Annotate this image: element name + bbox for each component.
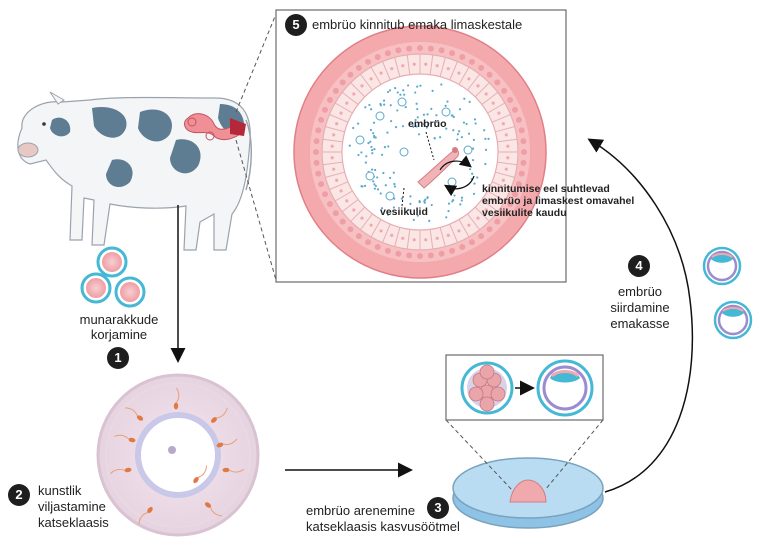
step-5-badge: 5 — [285, 14, 307, 36]
step-4-badge: 4 — [628, 255, 650, 277]
morula-icon — [460, 361, 514, 415]
oocyte-icon — [114, 276, 146, 308]
step-1-label-line-2: korjamine — [90, 327, 148, 342]
blastocyst-icon — [713, 300, 753, 340]
arrow-culture-to-transfer — [587, 138, 694, 493]
vesicles-label: vesiikulid — [380, 206, 428, 218]
attachment-note-line-2: embrüo ja limaskest omavahel — [482, 195, 635, 207]
blastocyst-icon — [702, 246, 742, 286]
cow-illustration — [17, 91, 253, 251]
step-3-badge: 3 — [427, 497, 449, 519]
embryo-in-uterus-icon — [417, 147, 459, 189]
step-2-label-line-3: katseklaasis — [38, 515, 109, 530]
step-4-label-line-2: siirdamine — [610, 300, 670, 315]
blastocyst-icon — [536, 359, 594, 417]
step-1-badge: 1 — [107, 347, 129, 369]
culture-dish-icon — [452, 457, 604, 529]
fertilization-dish-icon — [96, 373, 260, 537]
harvested-oocytes — [80, 246, 146, 308]
step-4-label-line-1: embrüo — [617, 284, 663, 299]
step-4-label-line-3: emakasse — [610, 316, 670, 331]
uterus-in-cow-icon — [184, 113, 246, 141]
step-2-badge: 2 — [8, 484, 30, 506]
step-3-label-line-2: katseklaasis kasvusöötmel — [306, 519, 460, 534]
attachment-note-line-1: kinnitumise eel suhtlevad — [482, 183, 610, 195]
embryo-development-inset — [445, 354, 604, 421]
attachment-note-line-3: vesiikulite kaudu — [482, 207, 567, 219]
embryo-label: embrüo — [408, 118, 447, 130]
step-1-label-line-1: munarakkude — [79, 312, 159, 327]
step-3-label-line-1: embrüo arenemine — [306, 503, 416, 518]
step-2-label-line-1: kunstlik — [38, 483, 82, 498]
oocyte-icon — [96, 246, 128, 278]
step-2-label-line-2: viljastamine — [38, 499, 106, 514]
oocyte-icon — [80, 272, 112, 304]
step-5-label: embrüo kinnitub emaka limaskestale — [312, 17, 523, 32]
uterus-lining-inset — [275, 9, 567, 283]
